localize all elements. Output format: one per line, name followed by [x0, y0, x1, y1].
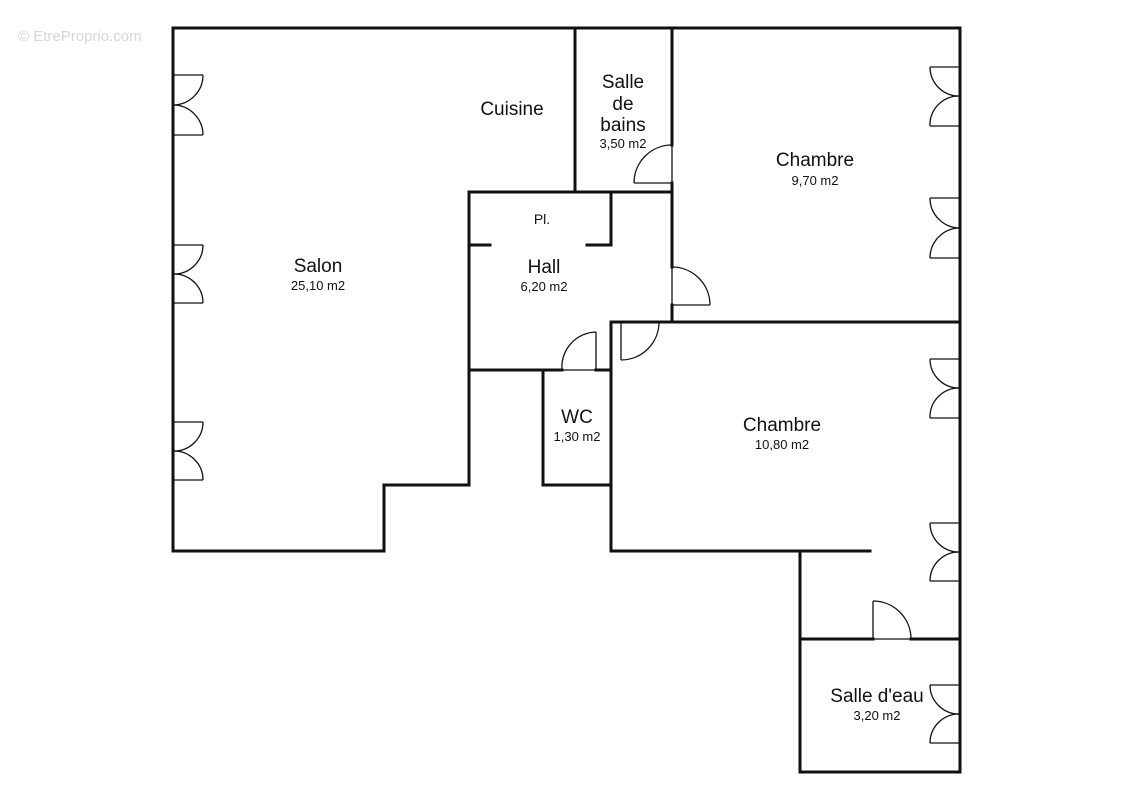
window-chambre1-2 [929, 197, 961, 259]
room-salle-de-bains-name-line3: bains [600, 115, 645, 136]
windows [172, 66, 961, 744]
door-wc [561, 331, 597, 371]
room-placard-name: Pl. [534, 211, 550, 227]
room-chambre1-area: 9,70 m2 [792, 173, 839, 188]
window-salon-1 [172, 74, 204, 136]
door-salle-de-bains [633, 144, 673, 184]
room-cuisine: Cuisine [480, 99, 543, 120]
room-salle-de-bains-name-line2: de [612, 94, 633, 115]
watermark: © EtreProprio.com [18, 28, 142, 45]
room-chambre1-name: Chambre [776, 150, 854, 171]
window-salon-3 [172, 421, 204, 481]
room-salle-de-bains-name-line1: Salle [602, 72, 644, 93]
room-wc: WC 1,30 m2 [554, 407, 601, 444]
room-cuisine-name: Cuisine [480, 99, 543, 120]
window-salon-2 [172, 244, 204, 304]
window-chambre2-2 [929, 522, 961, 582]
room-salle-deau: Salle d'eau 3,20 m2 [830, 686, 923, 723]
window-chambre1-1 [929, 66, 961, 127]
room-hall-name: Hall [528, 257, 561, 278]
room-placard: Pl. [534, 211, 550, 227]
door-chambre1 [671, 266, 711, 306]
room-chambre1: Chambre 9,70 m2 [776, 150, 854, 188]
room-chambre2-name: Chambre [743, 415, 821, 436]
room-salle-deau-name: Salle d'eau [830, 686, 923, 707]
window-salle-deau [929, 684, 961, 744]
doors [561, 144, 912, 640]
room-salle-de-bains: Salle de bains 3,50 m2 [600, 72, 647, 151]
room-salon: Salon 25,10 m2 [291, 256, 345, 293]
room-chambre2-area: 10,80 m2 [755, 437, 809, 452]
room-salon-area: 25,10 m2 [291, 278, 345, 293]
room-hall: Hall 6,20 m2 [521, 257, 568, 294]
window-chambre2-1 [929, 358, 961, 419]
door-salle-deau [872, 600, 912, 640]
walls [171, 26, 962, 774]
room-salon-name: Salon [294, 256, 343, 277]
room-wc-name: WC [561, 407, 593, 428]
door-chambre2 [620, 321, 660, 361]
room-chambre2: Chambre 10,80 m2 [743, 415, 821, 452]
room-wc-area: 1,30 m2 [554, 429, 601, 444]
room-salle-de-bains-area: 3,50 m2 [600, 136, 647, 151]
room-salle-deau-area: 3,20 m2 [854, 708, 901, 723]
room-hall-area: 6,20 m2 [521, 279, 568, 294]
